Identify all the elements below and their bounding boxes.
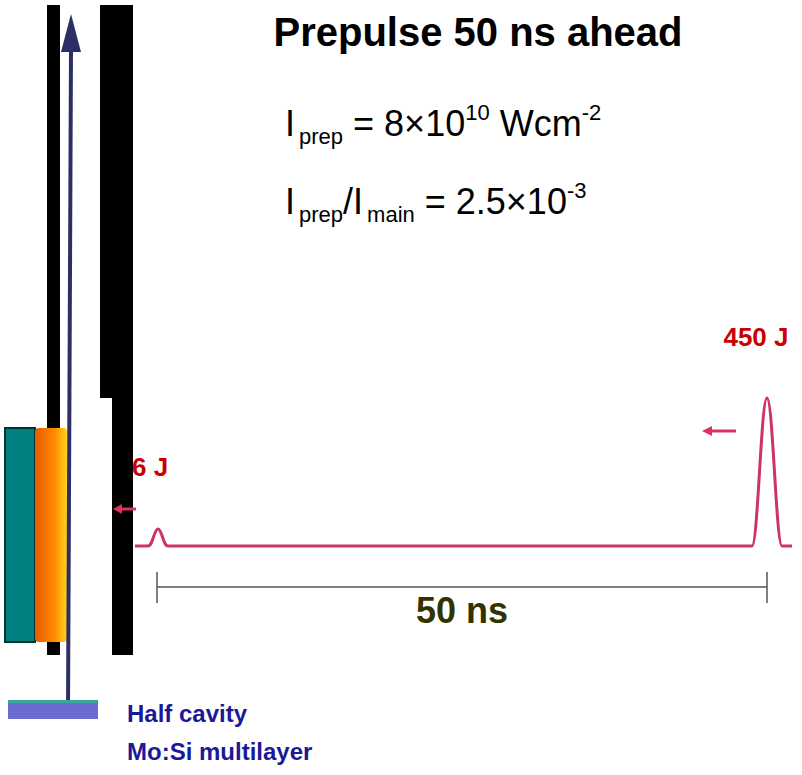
label: Mo:Si multilayer — [127, 738, 312, 766]
formula: Iprep = 8×1010 Wcm-2 — [285, 100, 601, 150]
mirror-coating — [8, 700, 98, 703]
beam — [68, 50, 71, 712]
dimension-line — [157, 586, 767, 588]
formula-part: I — [285, 181, 295, 222]
substrate — [5, 428, 35, 642]
target-layer — [35, 428, 67, 642]
direction-arrow — [702, 426, 712, 436]
formula-part: -2 — [582, 100, 602, 125]
formula-part: /I — [343, 181, 363, 222]
label: Half cavity — [127, 700, 247, 728]
wall — [112, 398, 133, 655]
label: 6 J — [132, 452, 168, 483]
formula-part: Wcm — [500, 103, 582, 144]
formula-part: prep — [299, 202, 343, 227]
formula: Iprep/Imain = 2.5×10-3 — [285, 178, 586, 228]
formula-part: prep — [299, 124, 343, 149]
dimension-tick — [766, 572, 768, 603]
formula-part: 10 — [465, 100, 489, 125]
title: Prepulse 50 ns ahead — [273, 10, 682, 55]
dimension-tick — [156, 572, 158, 603]
pulse-trace — [135, 398, 792, 546]
direction-arrow — [710, 430, 736, 433]
formula-part: = 2.5×10 — [425, 181, 567, 222]
wall — [100, 5, 133, 398]
direction-arrow — [120, 508, 136, 511]
label: 450 J — [723, 322, 788, 353]
formula-part: I — [285, 103, 295, 144]
arrow-head — [61, 14, 81, 52]
label: 50 ns — [416, 590, 508, 632]
direction-arrow — [113, 504, 122, 514]
formula-part: main — [367, 202, 415, 227]
formula-part: = 8×10 — [353, 103, 465, 144]
formula-part: -3 — [567, 178, 587, 203]
mirror — [8, 702, 98, 719]
